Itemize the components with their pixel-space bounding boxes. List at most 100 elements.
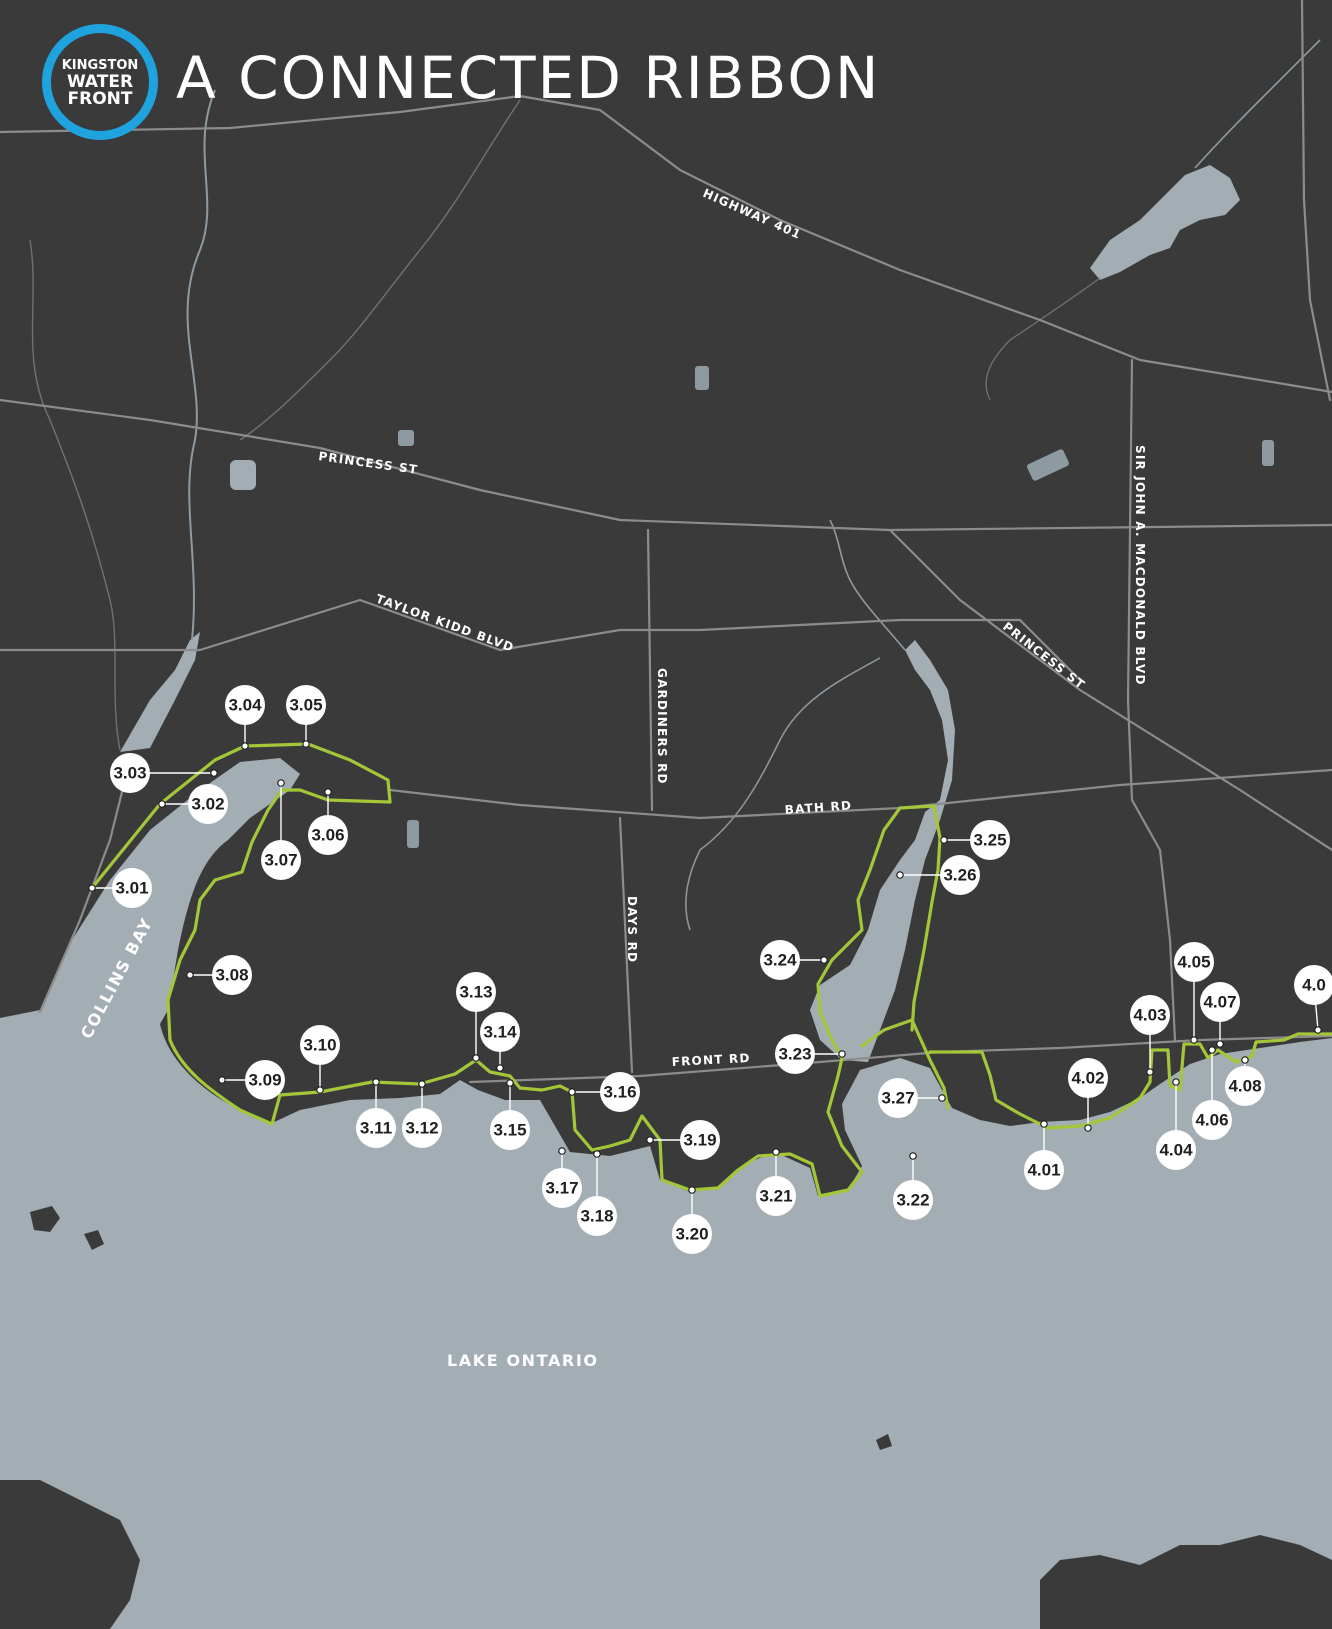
marker-pin-dot xyxy=(646,1136,654,1144)
site-marker-4-07[interactable]: 4.07 xyxy=(1200,982,1240,1048)
marker-badge-circle[interactable] xyxy=(110,753,150,793)
site-marker-3-16[interactable]: 3.16 xyxy=(568,1072,640,1112)
site-marker-4-04[interactable]: 4.04 xyxy=(1156,1078,1196,1170)
marker-label: 3.15 xyxy=(493,1121,526,1140)
marker-badge-circle[interactable] xyxy=(775,1034,815,1074)
site-marker-3-22[interactable]: 3.22 xyxy=(893,1152,933,1220)
marker-pin-dot xyxy=(372,1078,380,1086)
marker-badge-circle[interactable] xyxy=(402,1108,442,1148)
site-marker-3-12[interactable]: 3.12 xyxy=(402,1080,442,1148)
logo-line-1: KINGSTON xyxy=(62,58,139,73)
marker-badge-circle[interactable] xyxy=(893,1180,933,1220)
marker-pin-dot xyxy=(506,1079,514,1087)
princess-st-east-road xyxy=(888,528,1332,852)
marker-badge-circle[interactable] xyxy=(1200,982,1240,1022)
site-marker-4-03[interactable]: 4.03 xyxy=(1130,995,1170,1076)
gardiners-label: GARDINERS RD xyxy=(655,668,669,785)
marker-badge-circle[interactable] xyxy=(940,855,980,895)
bath-label: BATH RD xyxy=(784,798,852,817)
pond-b xyxy=(695,366,709,390)
site-marker-3-02[interactable]: 3.02 xyxy=(158,784,228,824)
road-link-west xyxy=(38,758,132,1014)
marker-badge-circle[interactable] xyxy=(756,1176,796,1216)
marker-badge-circle[interactable] xyxy=(1174,942,1214,982)
creek-north xyxy=(239,99,521,441)
site-marker-3-21[interactable]: 3.21 xyxy=(756,1148,796,1216)
site-marker-3-09[interactable]: 3.09 xyxy=(218,1060,285,1100)
marker-label: 3.13 xyxy=(459,983,492,1002)
site-marker-3-08[interactable]: 3.08 xyxy=(186,955,252,995)
site-marker-3-23[interactable]: 3.23 xyxy=(775,1034,846,1074)
marker-pin-dot xyxy=(218,1076,226,1084)
marker-badge-circle[interactable] xyxy=(680,1120,720,1160)
site-marker-3-01[interactable]: 3.01 xyxy=(88,868,152,908)
marker-badge-circle[interactable] xyxy=(1024,1150,1064,1190)
site-marker-4-08[interactable]: 4.08 xyxy=(1225,1056,1265,1106)
marker-badge-circle[interactable] xyxy=(245,1060,285,1100)
marker-badge-circle[interactable] xyxy=(970,820,1010,860)
marker-badge-circle[interactable] xyxy=(1225,1066,1265,1106)
site-marker-3-04[interactable]: 3.04 xyxy=(225,685,265,750)
marker-badge-circle[interactable] xyxy=(308,815,348,855)
site-marker-3-24[interactable]: 3.24 xyxy=(760,940,828,980)
site-marker-3-05[interactable]: 3.05 xyxy=(286,685,326,748)
marker-badge-circle[interactable] xyxy=(212,955,252,995)
marker-badge-circle[interactable] xyxy=(672,1214,712,1254)
marker-label: 4.02 xyxy=(1071,1069,1104,1088)
marker-badge-circle[interactable] xyxy=(356,1108,396,1148)
marker-badge-circle[interactable] xyxy=(1156,1130,1196,1170)
site-marker-3-11[interactable]: 3.11 xyxy=(356,1078,396,1148)
sir-john-road xyxy=(1126,358,1177,1042)
marker-badge-circle[interactable] xyxy=(1294,965,1332,1005)
marker-badge-circle[interactable] xyxy=(542,1168,582,1208)
site-marker-3-17[interactable]: 3.17 xyxy=(542,1147,582,1208)
marker-badge-circle[interactable] xyxy=(456,972,496,1012)
lake-ontario-label: LAKE ONTARIO xyxy=(447,1351,599,1370)
marker-badge-circle[interactable] xyxy=(225,685,265,725)
marker-pin-dot xyxy=(1190,1036,1198,1044)
wolfe-island-land xyxy=(1040,1535,1332,1629)
site-marker-3-06[interactable]: 3.06 xyxy=(308,788,348,855)
site-marker-3-03[interactable]: 3.03 xyxy=(110,753,218,793)
site-marker-3-25[interactable]: 3.25 xyxy=(940,820,1010,860)
marker-badge-circle[interactable] xyxy=(600,1072,640,1112)
site-marker-3-20[interactable]: 3.20 xyxy=(672,1186,712,1254)
marker-pin-dot xyxy=(302,740,310,748)
marker-pin-dot xyxy=(568,1088,576,1096)
marker-badge-circle[interactable] xyxy=(286,685,326,725)
site-marker-4-02[interactable]: 4.02 xyxy=(1068,1058,1108,1132)
site-marker-3-13[interactable]: 3.13 xyxy=(456,972,496,1062)
site-marker-3-15[interactable]: 3.15 xyxy=(490,1079,530,1150)
site-marker-4-0[interactable]: 4.0 xyxy=(1294,965,1332,1034)
site-marker-3-27[interactable]: 3.27 xyxy=(878,1078,946,1118)
site-marker-4-05[interactable]: 4.05 xyxy=(1174,942,1214,1044)
marker-badge-circle[interactable] xyxy=(112,868,152,908)
marker-badge-circle[interactable] xyxy=(490,1110,530,1150)
marker-badge-circle[interactable] xyxy=(480,1012,520,1052)
marker-badge-circle[interactable] xyxy=(577,1196,617,1236)
marker-label: 3.25 xyxy=(973,831,1006,850)
site-marker-4-06[interactable]: 4.06 xyxy=(1192,1046,1232,1140)
marker-pin-dot xyxy=(1084,1124,1092,1132)
marker-label: 4.08 xyxy=(1228,1077,1261,1096)
site-marker-3-14[interactable]: 3.14 xyxy=(480,1012,520,1072)
site-marker-3-18[interactable]: 3.18 xyxy=(577,1150,617,1236)
marker-label: 3.02 xyxy=(191,795,224,814)
site-marker-3-19[interactable]: 3.19 xyxy=(646,1120,720,1160)
southwest-land xyxy=(0,1480,140,1629)
marker-badge-circle[interactable] xyxy=(1130,995,1170,1035)
marker-badge-circle[interactable] xyxy=(1068,1058,1108,1098)
site-marker-3-10[interactable]: 3.10 xyxy=(300,1025,340,1094)
marker-badge-circle[interactable] xyxy=(188,784,228,824)
marker-badge-circle[interactable] xyxy=(760,940,800,980)
site-marker-3-26[interactable]: 3.26 xyxy=(896,855,980,895)
site-marker-3-07[interactable]: 3.07 xyxy=(261,779,301,880)
marker-badge-circle[interactable] xyxy=(878,1078,918,1118)
marker-badge-circle[interactable] xyxy=(300,1025,340,1065)
days-label: DAYS RD xyxy=(625,896,639,963)
marker-badge-circle[interactable] xyxy=(261,840,301,880)
marker-label: 3.01 xyxy=(115,879,148,898)
marker-label: 3.05 xyxy=(289,696,322,715)
marker-badge-circle[interactable] xyxy=(1192,1100,1232,1140)
site-marker-4-01[interactable]: 4.01 xyxy=(1024,1120,1064,1190)
